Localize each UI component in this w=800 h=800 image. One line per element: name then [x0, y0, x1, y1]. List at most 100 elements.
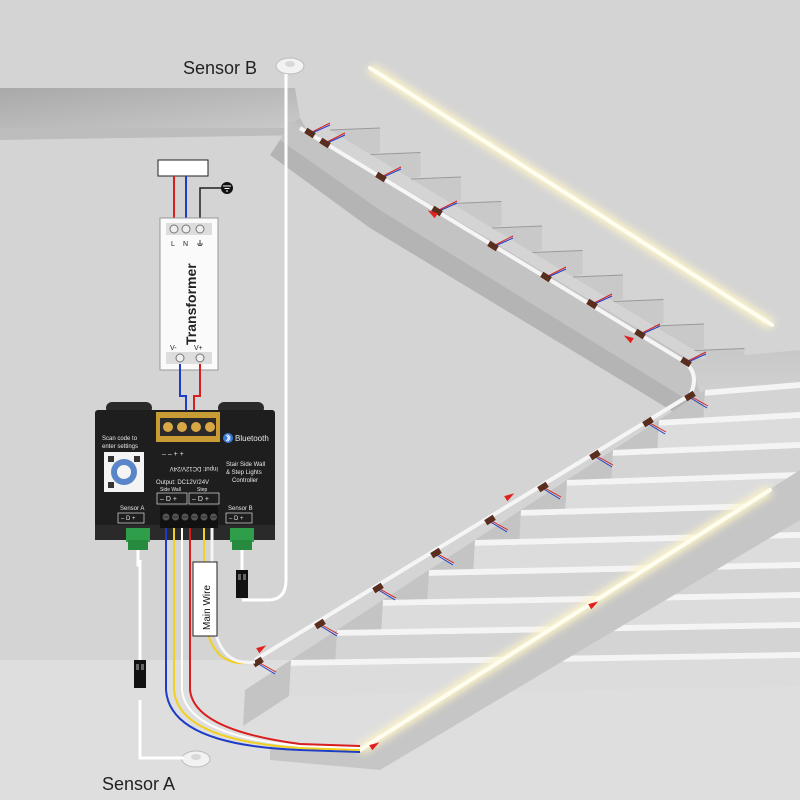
connector: [375, 171, 387, 183]
step-wire-red: [309, 122, 331, 134]
controller-scan-text-2: enter settings: [102, 444, 138, 450]
transformer-terminal-n: N: [183, 241, 188, 248]
flow-arrow: [504, 493, 515, 502]
controller-step-terminal: – D +: [192, 496, 209, 503]
lower-step-tread: [565, 472, 800, 486]
connector: [314, 618, 326, 630]
sensor-a[interactable]: [181, 750, 211, 768]
step-wire-blue: [376, 588, 396, 601]
step-wire-red: [489, 519, 509, 531]
step-wire-blue: [488, 520, 508, 533]
connector: [487, 240, 499, 252]
upper-step-edge: [653, 323, 705, 327]
connector: [319, 137, 331, 149]
flow-arrows: [256, 210, 634, 751]
upper-step-edge: [370, 152, 421, 155]
upper-step: [370, 152, 421, 179]
upper-step: [492, 226, 542, 252]
connector: [589, 449, 601, 461]
upper-flight-stringer: [280, 120, 720, 420]
step-wire-red: [639, 323, 661, 335]
connector: [684, 390, 696, 402]
wire-red-out: [189, 528, 361, 747]
upper-step: [411, 177, 461, 203]
step-wire-red: [542, 486, 562, 498]
lower-step-tread: [519, 502, 800, 516]
upper-step: [613, 299, 664, 326]
flow-arrow: [369, 742, 380, 751]
main-wire-tag: Main Wire: [192, 561, 218, 637]
transformer-terminal-l: L: [171, 241, 175, 248]
controller-title-2: & Step Lights: [226, 470, 262, 476]
connector: [537, 481, 549, 493]
controller-bluetooth-label: Bluetooth: [235, 434, 269, 443]
controller-sensor-b-terminal: – D +: [229, 516, 244, 522]
step-wire-red: [257, 661, 277, 673]
wire-blue-out: [165, 528, 361, 753]
connector: [540, 271, 552, 283]
transformer-v-minus: V-: [170, 345, 177, 352]
sensor-b-cable: [242, 74, 288, 602]
lower-step-tread: [657, 412, 800, 426]
connector: [586, 298, 598, 310]
controller-input-terminal: – – + +: [162, 451, 184, 458]
controller-step-label: Step: [197, 487, 208, 493]
controller-side-wall-terminal: – D +: [160, 496, 177, 503]
connector: [484, 514, 496, 526]
sensor-b[interactable]: [275, 57, 305, 75]
flow-arrow: [427, 210, 438, 219]
upper-step-edge: [572, 274, 624, 278]
mains-supply-box: [157, 159, 209, 177]
sensor-b-label: Sensor B: [183, 58, 257, 78]
step-wire-blue: [256, 662, 276, 675]
connector: [304, 127, 316, 139]
step-wire-blue: [434, 553, 454, 566]
upper-step-edge: [410, 176, 462, 180]
step-wire-red: [436, 200, 458, 212]
connector: [680, 356, 692, 368]
flow-arrow: [256, 645, 267, 654]
flow-arrow: [623, 335, 634, 344]
controller-sensor-a-terminal: – D +: [121, 516, 136, 522]
sensor-a-label: Sensor A: [102, 774, 175, 794]
wire-white-out: [181, 528, 361, 749]
controller-side-wall-label: Side Wall: [160, 487, 181, 493]
step-wire-blue: [646, 422, 666, 435]
controller: – – + + Input: DC12V/24V Output: DC12V/2…: [95, 402, 275, 550]
sensor-a-cable: [138, 560, 184, 760]
sensor-a-plug: [134, 660, 146, 688]
step-wire-red: [324, 132, 346, 144]
controller-output-label: Output: DC12V/24V: [156, 480, 209, 486]
controller-input-label: Input: DC12V/24V: [170, 465, 218, 471]
connector: [252, 656, 264, 668]
step-wire-red: [685, 351, 707, 363]
step-wire-red: [319, 623, 339, 635]
upper-floor-slab-underside: [0, 118, 310, 140]
controller-title-3: Controller: [232, 478, 258, 484]
lower-step-tread: [611, 442, 800, 456]
step-wire-red: [591, 293, 613, 305]
flow-arrow: [588, 601, 599, 610]
upper-flight-underside: [270, 140, 720, 440]
upper-step-edge: [329, 127, 381, 131]
lower-step-side: [243, 660, 291, 726]
upper-step-edge: [694, 348, 745, 351]
step-wire-red: [689, 395, 709, 407]
upper-step-edge: [532, 250, 583, 253]
connector: [430, 547, 442, 559]
lower-connectors: [252, 390, 709, 675]
lower-side-led-strip: [357, 485, 773, 755]
step-wire-blue: [688, 396, 708, 409]
ground-icon: [221, 182, 233, 194]
lower-step-tread: [703, 382, 800, 396]
transformer-label: Transformer: [183, 263, 199, 345]
upper-step-edge: [451, 201, 502, 204]
connector: [431, 205, 443, 217]
upper-step: [532, 250, 583, 277]
transformer-ground-symbol: [197, 240, 203, 246]
step-wire-red: [435, 552, 455, 564]
lower-step-riser: [289, 658, 800, 696]
upper-wall-led-strip: [367, 63, 775, 330]
upper-step-edge: [491, 225, 543, 229]
transformer: L N Transformer V- V+: [159, 217, 219, 371]
